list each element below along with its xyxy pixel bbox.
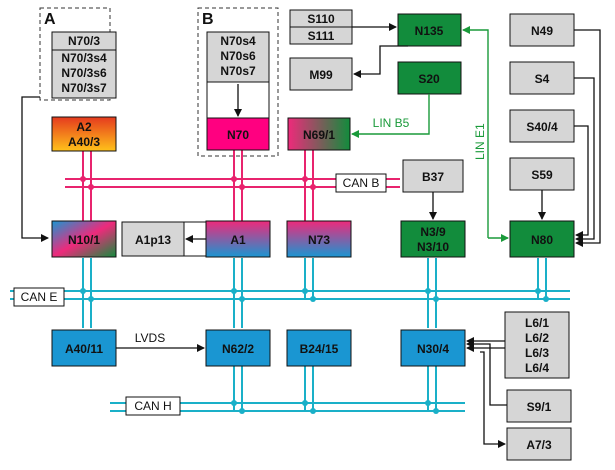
s111-label: S111 — [308, 29, 335, 43]
a40-11-label: A40/11 — [65, 342, 103, 356]
n80-label: N80 — [531, 233, 553, 247]
n10-1-label: N10/1 — [68, 233, 100, 247]
can-h-label: CAN H — [134, 399, 171, 413]
module-m99 — [289, 57, 353, 91]
module-n69-1 — [287, 117, 351, 151]
lin-b5-label: LIN B5 — [373, 116, 410, 130]
module-l6-group — [504, 311, 570, 379]
group-a-letter: A — [44, 11, 56, 28]
n49-label: N49 — [531, 24, 553, 38]
module-n80 — [509, 220, 575, 258]
a7-3-label: A7/3 — [526, 438, 552, 452]
n70s4-label: N70s4 — [220, 34, 256, 48]
s40-4-label: S40/4 — [526, 120, 558, 134]
module-n73 — [286, 220, 352, 258]
a1p13-label: A1p13 — [135, 233, 171, 247]
can-b-label-box — [335, 173, 387, 193]
s9-1-label: S9/1 — [527, 400, 552, 414]
n70-3-header-label: N70/3 — [68, 34, 100, 48]
n3-9-label: N3/9 — [420, 225, 446, 239]
group-b-letter: B — [202, 11, 214, 28]
signal-arrows — [116, 23, 601, 448]
can-h-label-box — [125, 396, 181, 416]
module-n49 — [509, 13, 575, 47]
module-a1 — [205, 220, 271, 258]
can-e-junctions — [80, 288, 549, 302]
module-b24-15 — [286, 329, 352, 367]
module-s9-1 — [506, 389, 572, 423]
module-n10-1 — [51, 220, 117, 258]
n70-3s7-label: N70/3s7 — [61, 81, 107, 95]
n69-1-label: N69/1 — [303, 128, 335, 142]
s20-label: S20 — [418, 72, 440, 86]
n70-label: N70 — [227, 128, 249, 142]
module-s59 — [509, 157, 575, 191]
module-n30-4 — [400, 329, 466, 367]
n30-4-label: N30/4 — [417, 342, 449, 356]
lvds-label: LVDS — [135, 331, 165, 345]
module-s40-4 — [509, 109, 575, 143]
n3-10-label: N3/10 — [417, 240, 449, 254]
group-b-frame — [197, 7, 279, 157]
lin-e1-label: LIN E1 — [473, 123, 487, 160]
n70s6-label: N70s6 — [220, 49, 256, 63]
l6-3-label: L6/3 — [525, 346, 549, 360]
module-b37 — [402, 159, 464, 193]
s110-label: S110 — [307, 12, 335, 26]
s59-label: S59 — [531, 168, 553, 182]
module-n3-9-n3-10 — [400, 220, 466, 258]
n70-switch-list — [206, 31, 270, 83]
a1-label: A1 — [230, 233, 246, 247]
n70-3s4-label: N70/3s4 — [61, 51, 107, 65]
can-e-label-box — [13, 287, 65, 307]
can-b-label: CAN B — [343, 176, 380, 190]
n70-3-switch-list — [51, 49, 117, 99]
n70-3s6-label: N70/3s6 — [61, 66, 107, 80]
b37-label: B37 — [422, 170, 444, 184]
module-a2-a40-3 — [51, 116, 117, 152]
l6-4-label: L6/4 — [525, 361, 549, 375]
n62-2-label: N62/2 — [222, 342, 254, 356]
can-e-label: CAN E — [21, 290, 58, 304]
m99-label: M99 — [309, 68, 333, 82]
n70s7-label: N70s7 — [220, 64, 256, 78]
l6-1-label: L6/1 — [525, 316, 549, 330]
l6-2-label: L6/2 — [525, 331, 549, 345]
a40-3-label: A40/3 — [68, 135, 100, 149]
module-a40-11 — [51, 329, 117, 367]
module-n70 — [206, 117, 270, 151]
module-n62-2 — [205, 329, 271, 367]
can-e-bus — [10, 258, 570, 328]
lin-lines — [351, 26, 509, 242]
n73-label: N73 — [308, 233, 330, 247]
module-a1p13 — [121, 221, 185, 257]
s4-label: S4 — [535, 72, 550, 86]
a2-label: A2 — [76, 120, 92, 134]
module-n135 — [397, 13, 462, 47]
module-s20 — [397, 61, 462, 95]
can-b-junctions — [80, 176, 316, 190]
a-to-n10-arrow — [21, 96, 49, 242]
n135-label: N135 — [415, 24, 444, 38]
b24-15-label: B24/15 — [300, 342, 339, 356]
can-h-junctions — [231, 400, 439, 414]
module-s4 — [509, 61, 575, 95]
module-a7-3 — [506, 427, 572, 461]
